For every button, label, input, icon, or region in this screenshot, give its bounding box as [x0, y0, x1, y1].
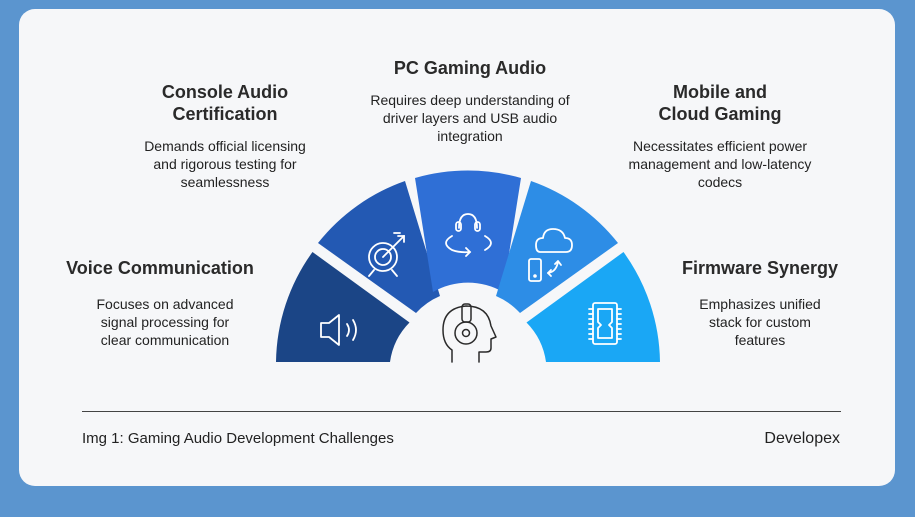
segment-console-audio	[318, 181, 440, 313]
figure-caption: Img 1: Gaming Audio Development Challeng…	[82, 430, 394, 447]
label-voice-communication: Voice Communication Focuses on advanced …	[55, 257, 265, 349]
segment-pc-gaming	[415, 170, 521, 292]
divider	[82, 411, 841, 412]
segment-description: Emphasizes unified stack for custom feat…	[699, 296, 821, 348]
segment-title: PC Gaming Audio	[393, 58, 547, 78]
segment-title: Console Audio Certification	[161, 82, 289, 124]
segment-description: Necessitates efficient power management …	[628, 138, 812, 190]
label-pc-gaming: PC Gaming Audio Requires deep understand…	[365, 57, 575, 145]
segment-mobile-cloud	[496, 181, 618, 313]
head-with-headset-icon	[442, 303, 497, 363]
segment-description: Requires deep understanding of driver la…	[370, 92, 570, 144]
segment-title: Mobile and Cloud Gaming	[658, 82, 782, 124]
cloud-phone-sync-icon	[528, 228, 573, 282]
segment-description: Focuses on advanced signal processing fo…	[96, 296, 234, 348]
label-console-audio: Console Audio Certification Demands offi…	[142, 81, 308, 191]
target-dart-icon	[368, 232, 405, 277]
chip-icon	[588, 302, 622, 345]
brand-name: Developex	[764, 430, 840, 447]
segment-title: Voice Communication	[66, 258, 254, 278]
segment-description: Demands official licensing and rigorous …	[144, 138, 306, 190]
segment-title: Firmware Synergy	[681, 258, 839, 278]
headphones-cycle-icon	[445, 213, 492, 257]
segment-voice-communication	[276, 252, 410, 362]
label-mobile-cloud: Mobile and Cloud Gaming Necessitates eff…	[620, 81, 820, 191]
label-firmware: Firmware Synergy Emphasizes unified stac…	[670, 257, 850, 349]
speaker-volume-icon	[320, 314, 357, 346]
